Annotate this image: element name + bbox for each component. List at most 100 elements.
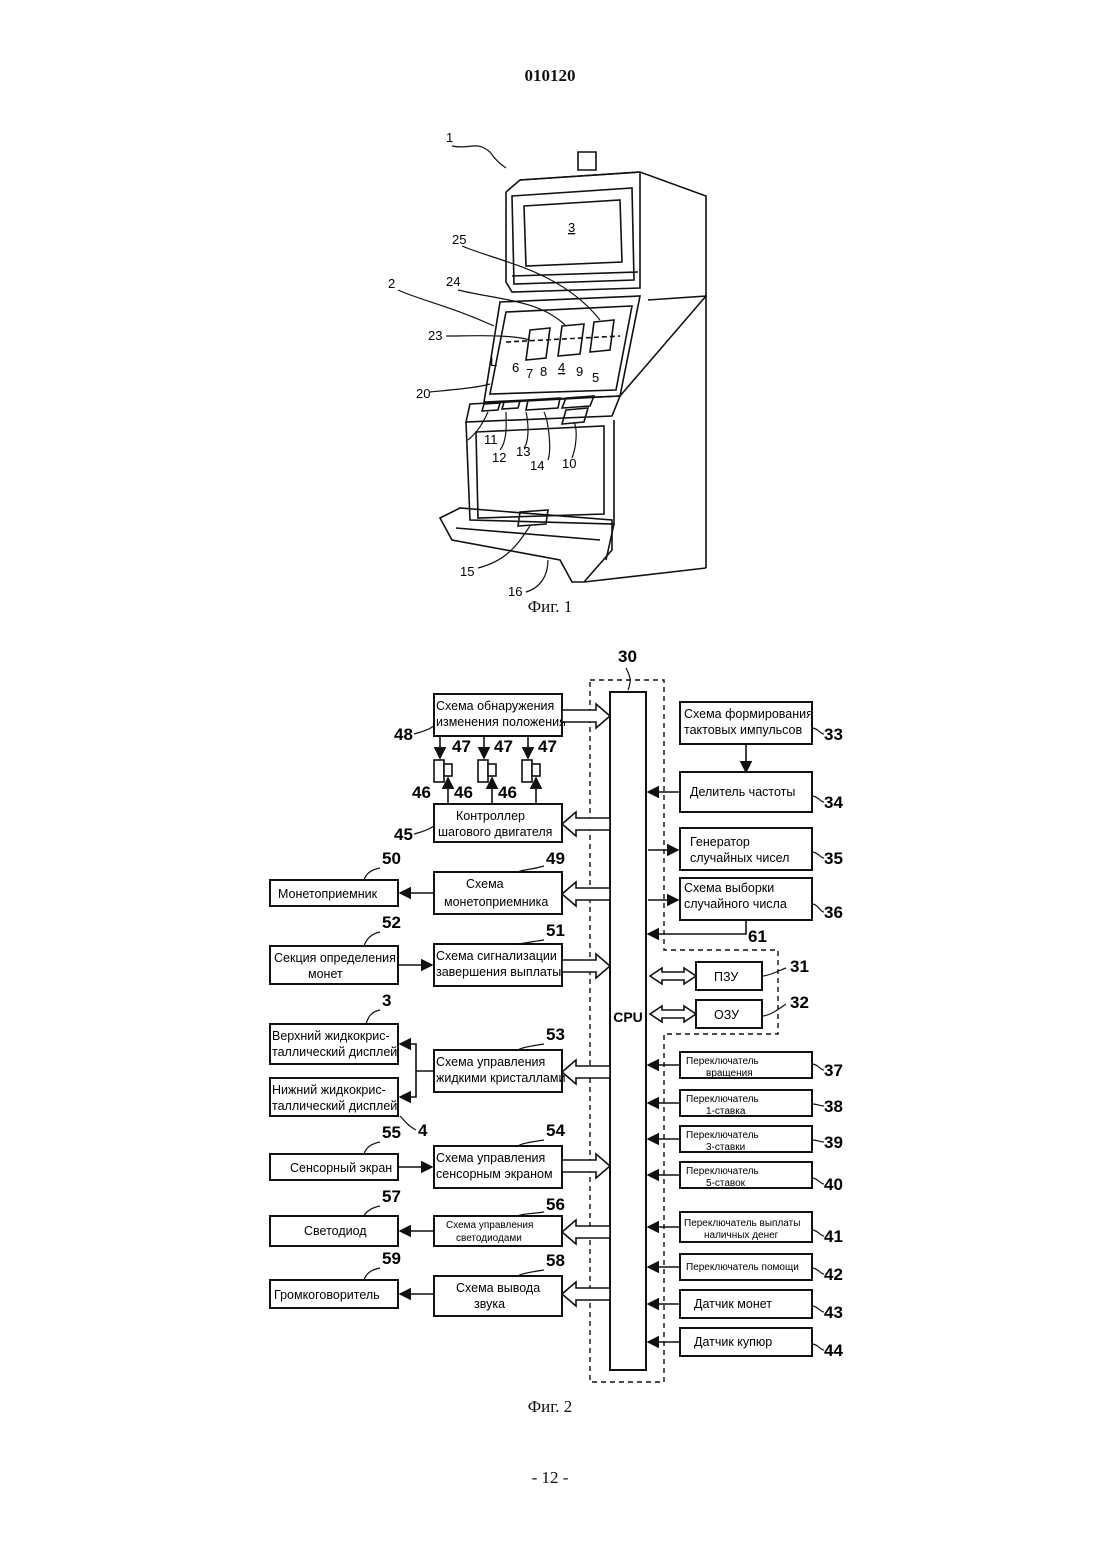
svg-text:47: 47 xyxy=(538,737,557,756)
svg-text:сенсорным экраном: сенсорным экраном xyxy=(436,1167,553,1181)
block-ram: ОЗУ xyxy=(696,1000,762,1028)
cpu-block: CPU xyxy=(610,692,646,1370)
cpu-label: CPU xyxy=(613,1009,643,1025)
svg-text:Схема управления: Схема управления xyxy=(436,1151,545,1165)
svg-text:49: 49 xyxy=(546,849,565,868)
svg-text:таллический дисплей: таллический дисплей xyxy=(272,1099,397,1113)
block-touchscreen: Сенсорный экран xyxy=(270,1154,398,1180)
svg-text:Схема: Схема xyxy=(466,877,504,891)
svg-text:40: 40 xyxy=(824,1175,843,1194)
svg-text:Схема управления: Схема управления xyxy=(436,1055,545,1069)
svg-text:37: 37 xyxy=(824,1061,843,1080)
svg-text:46: 46 xyxy=(412,783,431,802)
svg-text:57: 57 xyxy=(382,1187,401,1206)
svg-text:Сенсорный экран: Сенсорный экран xyxy=(290,1161,392,1175)
svg-text:Переключатель помощи: Переключатель помощи xyxy=(686,1262,799,1273)
svg-text:светодиодами: светодиодами xyxy=(456,1233,522,1244)
block-random-number-generator: Генераторслучайных чисел xyxy=(680,828,812,870)
block-led: Светодиод xyxy=(270,1216,398,1246)
svg-text:52: 52 xyxy=(382,913,401,932)
block-sound-output: Схема вывода звука xyxy=(434,1276,562,1316)
svg-text:47: 47 xyxy=(452,737,471,756)
svg-text:53: 53 xyxy=(546,1025,565,1044)
svg-text:54: 54 xyxy=(546,1121,565,1140)
page-number: - 12 - xyxy=(0,1468,1100,1488)
left-connectors xyxy=(398,893,434,1294)
svg-text:33: 33 xyxy=(824,725,843,744)
block-help-switch: Переключатель помощи xyxy=(680,1254,812,1280)
block-bet5-switch: Переключатель5-ставок xyxy=(680,1162,812,1189)
svg-text:звука: звука xyxy=(474,1297,505,1311)
block-lcd-controller: Схема управления жидкими кристаллами xyxy=(434,1050,565,1092)
svg-text:Схема управления: Схема управления xyxy=(446,1220,533,1231)
block-bet1-switch: Переключатель1-ставка xyxy=(680,1090,812,1117)
svg-text:Секция определения: Секция определения xyxy=(274,951,396,965)
block-stepper-controller: Контроллер шагового двигателя xyxy=(434,804,562,842)
svg-text:58: 58 xyxy=(546,1251,565,1270)
svg-text:55: 55 xyxy=(382,1123,401,1142)
block-lower-lcd: Нижний жидкокрис- таллический дисплей xyxy=(270,1078,398,1116)
block-speaker: Громкоговоритель xyxy=(270,1280,398,1308)
block-cashout-switch: Переключатель выплатыналичных денег xyxy=(680,1212,812,1242)
svg-text:ОЗУ: ОЗУ xyxy=(714,1008,739,1022)
svg-text:шагового двигателя: шагового двигателя xyxy=(438,825,552,839)
svg-text:42: 42 xyxy=(824,1265,843,1284)
svg-text:51: 51 xyxy=(546,921,565,940)
svg-text:монетоприемника: монетоприемника xyxy=(444,895,548,909)
block-upper-lcd: Верхний жидкокрис- таллический дисплей xyxy=(270,1024,398,1064)
block-coin-acceptor-circuit: Схема монетоприемника xyxy=(434,872,562,914)
left-bus-arrows xyxy=(562,704,610,1306)
svg-text:44: 44 xyxy=(824,1341,843,1360)
svg-text:Схема сигнализации: Схема сигнализации xyxy=(436,949,557,963)
svg-text:монет: монет xyxy=(308,967,343,981)
svg-text:38: 38 xyxy=(824,1097,843,1116)
svg-text:Датчик купюр: Датчик купюр xyxy=(694,1335,772,1349)
block-frequency-divider: Делитель частоты xyxy=(680,772,812,812)
svg-text:39: 39 xyxy=(824,1133,843,1152)
svg-text:Нижний жидкокрис-: Нижний жидкокрис- xyxy=(272,1083,386,1097)
svg-text:31: 31 xyxy=(790,957,809,976)
svg-text:Схема вывода: Схема вывода xyxy=(456,1281,540,1295)
svg-text:Светодиод: Светодиод xyxy=(304,1224,367,1238)
position-detection-line1: Схема обнаружения xyxy=(436,699,554,713)
svg-text:34: 34 xyxy=(824,793,843,812)
rom-ram-buses xyxy=(650,968,696,1022)
position-detection-line2: изменения положения xyxy=(436,715,566,729)
block-spin-switch: Переключательвращения xyxy=(680,1052,812,1079)
block-led-controller: Схема управления светодиодами xyxy=(434,1216,562,1246)
block-rom: ПЗУ xyxy=(696,962,762,990)
svg-text:таллический дисплей: таллический дисплей xyxy=(272,1045,397,1059)
svg-text:32: 32 xyxy=(790,993,809,1012)
stepper-motors xyxy=(434,736,540,804)
svg-text:47: 47 xyxy=(494,737,513,756)
svg-text:45: 45 xyxy=(394,825,413,844)
svg-text:61: 61 xyxy=(748,927,767,946)
svg-text:Делитель частоты: Делитель частоты xyxy=(690,785,795,799)
block-coin-detection-section: Секция определения монет xyxy=(270,946,398,984)
svg-text:Датчик монет: Датчик монет xyxy=(694,1297,772,1311)
svg-text:завершения выплаты: завершения выплаты xyxy=(436,965,561,979)
svg-text:48: 48 xyxy=(394,725,413,744)
block-touchscreen-controller: Схема управления сенсорным экраном xyxy=(434,1146,562,1188)
block-random-number-sampling: Схема выборкислучайного числа xyxy=(680,878,812,920)
svg-text:46: 46 xyxy=(454,783,473,802)
block-payout-signal-circuit: Схема сигнализации завершения выплаты xyxy=(434,944,562,986)
svg-text:56: 56 xyxy=(546,1195,565,1214)
svg-text:Громкоговоритель: Громкоговоритель xyxy=(274,1288,380,1302)
block-bill-sensor: Датчик купюр xyxy=(680,1328,812,1356)
block-position-detection: Схема обнаружения изменения положения xyxy=(434,694,566,736)
svg-text:43: 43 xyxy=(824,1303,843,1322)
svg-text:ПЗУ: ПЗУ xyxy=(714,970,738,984)
svg-text:Монетоприемник: Монетоприемник xyxy=(278,887,378,901)
block-bet3-switch: Переключатель3-ставки xyxy=(680,1126,812,1153)
block-clock-generator: Схема формированиятактовых импульсов xyxy=(680,702,813,744)
svg-text:41: 41 xyxy=(824,1227,843,1246)
svg-text:46: 46 xyxy=(498,783,517,802)
svg-text:3: 3 xyxy=(382,991,391,1010)
svg-text:35: 35 xyxy=(824,849,843,868)
block-coin-sensor: Датчик монет xyxy=(680,1290,812,1318)
svg-text:50: 50 xyxy=(382,849,401,868)
block-coin-acceptor: Монетоприемник xyxy=(270,880,398,906)
svg-text:36: 36 xyxy=(824,903,843,922)
